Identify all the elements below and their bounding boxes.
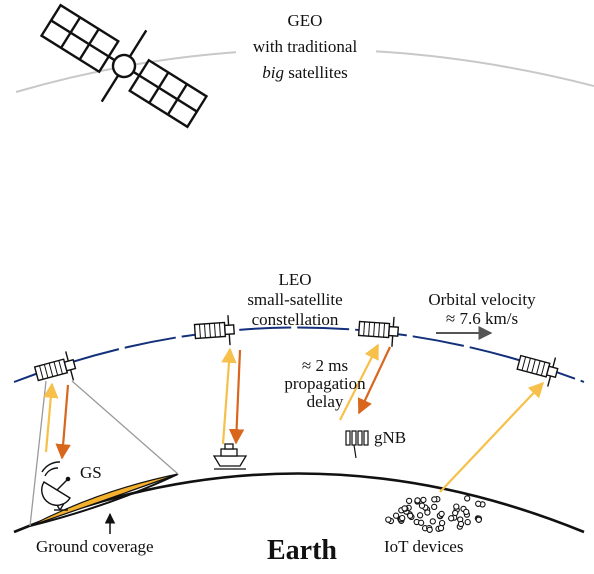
leo-satellite-1-icon — [32, 349, 80, 390]
leo-orbit-arc — [13, 326, 585, 383]
gnb-antenna-icon — [345, 430, 369, 459]
coverage-cone-right — [71, 380, 179, 475]
downlink-arrow-ship — [228, 349, 245, 445]
leo-label-line1: LEO — [278, 270, 311, 289]
downlink-arrow-gnb — [357, 346, 391, 415]
uplink-arrow-gnb — [339, 343, 379, 421]
leo-label-line2: small-satellite — [247, 290, 342, 309]
uplink-arrow-gs — [43, 382, 59, 453]
orbital-velocity-line1: Orbital velocity — [428, 290, 536, 309]
ship-icon — [212, 443, 248, 470]
iot-devices-label: IoT devices — [384, 537, 463, 556]
iot-device-dot — [464, 495, 471, 502]
iot-device-dot — [448, 515, 455, 522]
iot-device-dot — [452, 509, 459, 517]
coverage-cone-left — [29, 380, 47, 527]
gs-label: GS — [80, 463, 102, 482]
iot-device-dot — [392, 512, 400, 519]
orbital-velocity-line2: ≈ 7.6 km/s — [446, 309, 518, 328]
uplink-arrow-iot — [439, 381, 545, 493]
iot-device-dot — [414, 497, 421, 504]
leo-satellite-2-icon — [193, 314, 236, 349]
delay-label-line3: delay — [307, 392, 344, 411]
leo-satellite-3-icon — [357, 313, 400, 348]
ground-station-dish-icon — [41, 461, 71, 511]
iot-device-dot — [416, 512, 424, 519]
iot-devices-icon — [385, 495, 486, 533]
iot-device-dot — [418, 502, 426, 509]
geo-label: GEO with traditional big satellites — [236, 8, 376, 84]
iot-device-dot — [401, 505, 408, 512]
earth-label: Earth — [267, 535, 337, 566]
geo-satellite-icon — [39, 3, 209, 129]
iot-device-dot — [407, 512, 414, 519]
iot-device-dot — [426, 526, 433, 533]
iot-device-dot — [453, 503, 460, 510]
delay-label-line1: ≈ 2 ms — [302, 356, 348, 375]
iot-device-dot — [457, 520, 465, 528]
iot-device-dot — [475, 516, 482, 523]
iot-device-dot — [385, 516, 392, 523]
iot-device-dot — [405, 497, 413, 505]
iot-device-dot — [438, 519, 446, 527]
uplink-arrow-ship — [221, 347, 237, 445]
svg-text:with traditional: with traditional — [253, 37, 358, 56]
leo-satellite-4-icon — [514, 348, 562, 389]
earth-surface — [13, 472, 585, 534]
iot-device-dot — [463, 508, 470, 516]
iot-device-dot — [417, 519, 425, 526]
svg-text:GEO: GEO — [288, 11, 323, 30]
iot-device-dot — [475, 500, 482, 507]
iot-device-dot — [424, 509, 431, 516]
gnb-label: gNB — [374, 428, 406, 447]
iot-device-dot — [431, 496, 438, 503]
leo-label-line3: constellation — [252, 310, 339, 329]
iot-device-dot — [438, 510, 445, 518]
iot-device-dot — [431, 503, 438, 511]
svg-text:big satellites: big satellites — [262, 63, 347, 82]
downlink-arrow-gs — [55, 384, 71, 460]
iot-device-dot — [464, 518, 471, 526]
delay-label-line2: propagation — [284, 374, 366, 393]
ground-coverage-label: Ground coverage — [36, 537, 154, 556]
iot-device-dot — [420, 496, 427, 504]
iot-device-dot — [399, 514, 406, 522]
iot-device-dot — [437, 524, 445, 532]
iot-device-dot — [429, 518, 436, 525]
